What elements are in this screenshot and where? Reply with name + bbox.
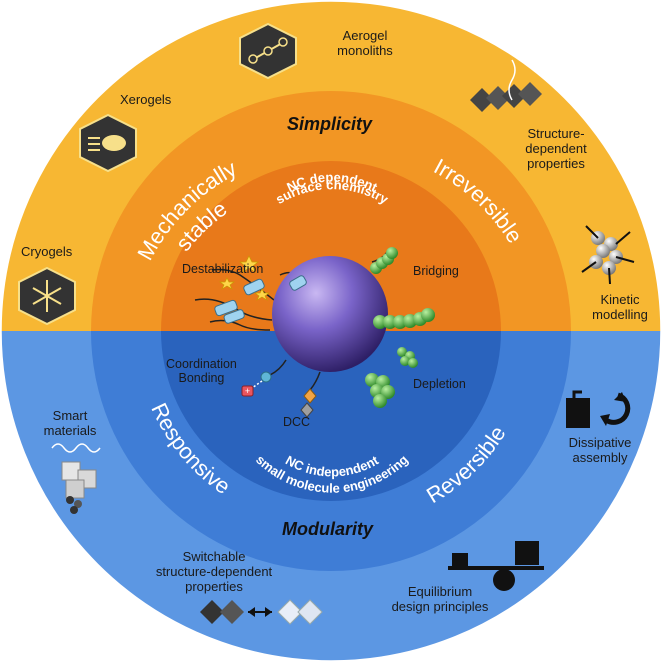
hexagon-molecule-icon <box>239 22 297 80</box>
label-structure-dependent: Structure- dependent properties <box>515 126 597 171</box>
label-bridging: Bridging <box>413 264 459 278</box>
svg-text:+: + <box>245 386 250 396</box>
label-switchable-line2: structure-dependent <box>155 564 273 579</box>
label-structure-line3: properties <box>527 156 585 171</box>
header-simplicity: Simplicity <box>287 114 373 134</box>
label-equilibrium: Equilibrium design principles <box>384 584 496 614</box>
label-aerogel: Aerogel monoliths <box>330 28 400 58</box>
label-coordination-line2: Bonding <box>178 371 225 385</box>
label-structure-line2: dependent <box>525 141 587 156</box>
label-equilibrium-line1: Equilibrium <box>407 584 473 599</box>
label-smart-line2: materials <box>43 423 97 438</box>
nanocrystal-core: + <box>194 247 435 418</box>
label-switchable: Switchable structure-dependent propertie… <box>148 549 280 594</box>
label-dissipative-line1: Dissipative <box>568 435 632 450</box>
cube-stack-icon <box>51 443 101 514</box>
bridging-chain <box>370 247 435 329</box>
hexagon-drying-icon <box>79 113 137 173</box>
header-modularity: Modularity <box>282 519 374 539</box>
label-depletion: Depletion <box>413 377 466 391</box>
label-switchable-line1: Switchable <box>182 549 246 564</box>
label-coordination-line1: Coordination <box>166 357 237 371</box>
label-aerogel-line2: monoliths <box>337 43 393 58</box>
depletion-clusters <box>365 347 418 408</box>
scattering-spheres-icon <box>581 225 635 285</box>
label-switchable-line3: properties <box>185 579 243 594</box>
seesaw-balance-icon <box>448 541 544 591</box>
nanocrystal-sphere <box>272 256 388 372</box>
label-kinetic-line2: modelling <box>592 307 648 322</box>
label-cryogels: Cryogels <box>21 244 73 259</box>
label-kinetic-line1: Kinetic <box>600 292 640 307</box>
switch-crystals-icon <box>200 599 323 625</box>
label-equilibrium-line2: design principles <box>391 599 489 614</box>
hexagon-snowflake-icon <box>18 266 76 326</box>
label-aerogel-line1: Aerogel <box>342 28 388 43</box>
label-smart-materials: Smart materials <box>38 408 102 438</box>
label-xerogels: Xerogels <box>120 92 172 107</box>
label-dissipative-line2: assembly <box>572 450 628 465</box>
fuel-cycle-icon <box>566 390 631 428</box>
label-destabilization: Destabilization <box>182 262 264 276</box>
label-smart-line1: Smart <box>52 408 88 423</box>
label-dissipative-assembly: Dissipative assembly <box>562 435 638 465</box>
label-kinetic-modelling: Kinetic modelling <box>585 292 655 322</box>
label-dcc: DCC <box>283 415 311 429</box>
label-coordination: Coordination Bonding <box>166 357 237 385</box>
stacked-nanocrystals-icon <box>470 59 542 112</box>
label-structure-line1: Structure- <box>527 126 585 141</box>
inner-ring-bottom <box>161 331 501 501</box>
